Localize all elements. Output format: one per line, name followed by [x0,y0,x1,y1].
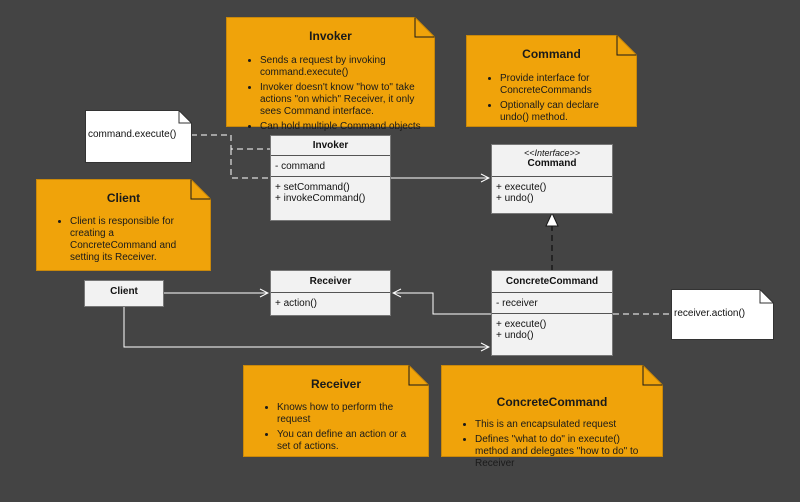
concrete-command-note-item: This is an encapsulated request [475,419,649,431]
class-method: + action() [275,298,317,309]
receiver-note-list: Knows how to perform the request You can… [243,402,429,453]
receiver-class-methods: + action() [271,293,390,313]
command-note: Command Provide interface for ConcreteCo… [466,35,637,127]
client-note-list: Client is responsible for creating a Con… [36,216,211,264]
receiver-action-callout-text: receiver.action() [674,308,746,319]
class-field: - receiver [496,298,538,309]
command-class-name: Command [527,158,577,169]
invoker-note-item: Can hold multiple Command objects [260,121,421,133]
invoker-note-list: Sends a request by invoking command.exec… [226,55,435,133]
invoker-class-methods: + setCommand() + invokeCommand() [271,177,390,208]
class-method: + setCommand() [275,182,350,193]
receiver-note: Receiver Knows how to perform the reques… [243,365,429,457]
command-class-methods: + execute() + undo() [492,177,612,208]
command-class-header: <<Interface>> Command [492,145,612,177]
invoker-note-item: Invoker doesn't know "how to" take actio… [260,82,421,118]
concrete-command-class-methods: + execute() + undo() [492,314,612,345]
realization-triangle [545,211,559,227]
invoker-class[interactable]: Invoker - command + setCommand() + invok… [270,135,391,221]
client-note: Client Client is responsible for creatin… [36,179,211,271]
command-note-item: Provide interface for ConcreteCommands [500,73,623,97]
invoker-note-title: Invoker [309,29,352,43]
class-method: + execute() [496,182,547,193]
receiver-note-title: Receiver [310,377,362,391]
command-execute-callout: command.execute() [85,110,192,163]
connector-concrete-to-receiver [393,293,491,315]
connector-command-execute-note [191,134,270,150]
connector-invoker-to-command-dashed [230,149,268,179]
invoker-class-name: Invoker [271,136,390,156]
client-class[interactable]: Client [84,280,164,307]
command-interface-class[interactable]: <<Interface>> Command + execute() + undo… [491,144,613,214]
concrete-command-class-fields: - receiver [492,293,612,314]
command-note-item: Optionally can declare undo() method. [500,100,623,124]
concrete-command-class[interactable]: ConcreteCommand - receiver + execute() +… [491,270,613,356]
class-field: - command [275,161,326,172]
command-note-title: Command [522,47,581,61]
class-method: + invokeCommand() [275,193,366,204]
concrete-command-class-name: ConcreteCommand [492,271,612,293]
client-note-item: Client is responsible for creating a Con… [70,216,197,264]
receiver-note-item: Knows how to perform the request [277,402,415,426]
receiver-note-item: You can define an action or a set of act… [277,429,415,453]
command-note-list: Provide interface for ConcreteCommands O… [466,73,637,124]
class-method: + undo() [496,330,534,341]
connector-client-to-concrete [123,306,489,347]
class-method: + undo() [496,193,534,204]
concrete-command-note-list: This is an encapsulated request Defines … [441,419,663,470]
receiver-action-callout: receiver.action() [671,289,774,340]
invoker-note-item: Sends a request by invoking command.exec… [260,55,421,79]
receiver-class-name: Receiver [271,271,390,293]
command-class-stereotype: <<Interface>> [523,148,581,158]
client-class-name: Client [110,286,138,297]
invoker-class-fields: - command [271,156,390,177]
client-note-title: Client [106,191,141,205]
invoker-note: Invoker Sends a request by invoking comm… [226,17,435,132]
class-method: + execute() [496,319,547,330]
command-execute-callout-text: command.execute() [88,129,177,140]
concrete-command-note-title: ConcreteCommand [496,395,608,409]
concrete-command-note-item: Defines "what to do" in execute() method… [475,434,649,470]
concrete-command-note: ConcreteCommand This is an encapsulated … [441,365,663,469]
receiver-class[interactable]: Receiver + action() [270,270,391,316]
